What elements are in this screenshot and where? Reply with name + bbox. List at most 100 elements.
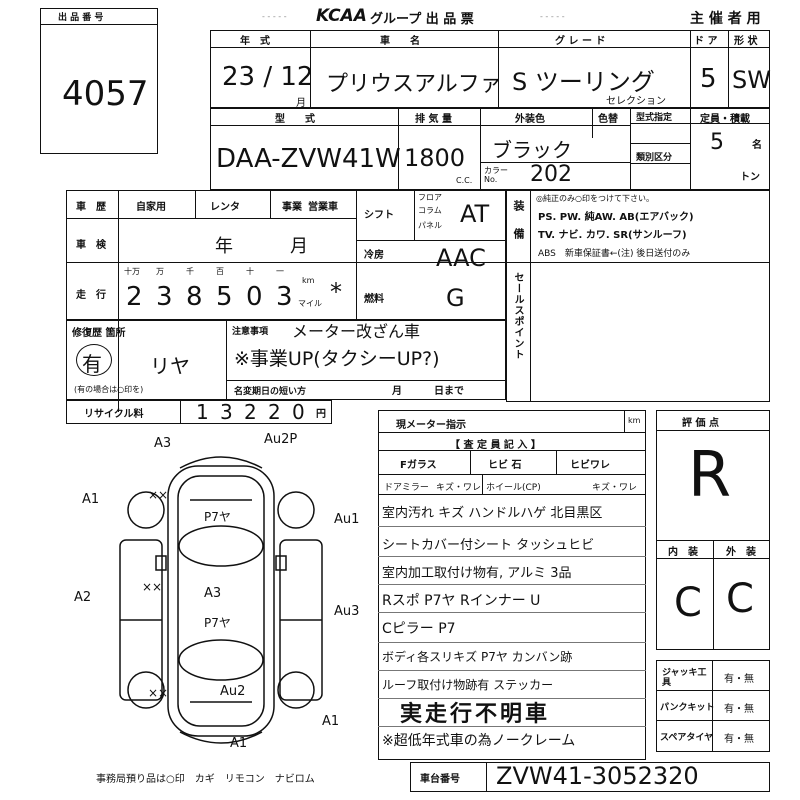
mark: A3 [154, 436, 172, 451]
exterior-color-label: 外装色 [515, 114, 545, 125]
meter-label: 現メーター指示 [396, 420, 466, 431]
recycle-digit: 3 [220, 400, 233, 424]
transfer-month: 月 [392, 386, 402, 397]
history-rental: レンタ [210, 202, 240, 213]
fuel-label: 燃料 [364, 294, 384, 305]
shaken-month: 月 [290, 236, 308, 257]
capacity-value: 5 [710, 130, 724, 155]
shift-label: シフト [364, 210, 394, 221]
equipment-line1: PS. PW. 純AW. AB(エアバック) [538, 212, 694, 223]
interior-value: C [674, 580, 702, 626]
inspector-label: 【 査 定 員 記 入 】 [450, 440, 541, 451]
repaint-label: 色替 [598, 114, 618, 125]
lot-box [40, 8, 158, 154]
car-diagram [119, 456, 323, 744]
repair-detail: リヤ [150, 354, 190, 378]
repair-circle [76, 344, 112, 376]
rating-value: R [688, 438, 732, 511]
exterior-value: C [726, 576, 754, 622]
exterior-color-value: ブラック [492, 138, 572, 162]
sales-point-label: セールスポイント [512, 272, 523, 360]
fuel-value: G [446, 284, 465, 312]
rear-window [178, 639, 264, 681]
inspection-box [378, 410, 646, 760]
chassis-label: 車台番号 [420, 774, 460, 785]
mirror-label: ドアミラー [384, 483, 429, 493]
month-suffix: 月 [296, 98, 306, 109]
not-actual-mileage-stamp: 実走行不明車 [400, 702, 551, 727]
door-label: ド ア [694, 36, 718, 47]
cc-unit: C.C. [456, 176, 473, 185]
mileage-digit: 8 [186, 282, 203, 312]
inspection-note: 室内汚れ キズ ハンドルハゲ 北目黒区 [382, 506, 603, 521]
mark: Au1 [334, 512, 360, 527]
interior-label: 内 装 [668, 547, 698, 558]
mark: A1 [82, 492, 100, 507]
car-body-outline [167, 465, 275, 737]
scratch-marks: ×× [142, 580, 163, 594]
body-value: SW [732, 66, 771, 94]
digit-unit: 百 [216, 267, 224, 276]
tools-box [656, 660, 770, 752]
transfer-label: 名変期日の短い方 [234, 387, 307, 397]
windshield [178, 525, 264, 567]
color-no-value: 202 [530, 162, 572, 187]
shift-column: コラム [418, 206, 442, 215]
inspection-note: ボディ各スリキズ P7ヤ カンバン跡 [382, 650, 573, 664]
history-private: 自家用 [136, 202, 166, 213]
lot-number: 4057 [62, 74, 149, 114]
class-label: 類別区分 [636, 153, 673, 163]
wheel-rr [277, 671, 315, 709]
glass-chip: ヒビ 石 [488, 460, 522, 471]
caution-line1: メーター改ざん車 [292, 322, 421, 341]
form-title: グループ 出 品 票 [370, 12, 474, 27]
car-name-value: プリウスアルファ [326, 72, 502, 97]
body-label: 形 状 [734, 36, 758, 47]
wheel-rl [127, 671, 165, 709]
caution-line2: ※事業UP(タクシーUP?) [234, 348, 440, 370]
spare-label: スペアタイヤ [660, 733, 714, 743]
displacement-value: 1800 [404, 144, 466, 172]
rating-label: 評 価 点 [682, 418, 719, 429]
history-label: 車 歴 [76, 202, 106, 213]
door-value: 5 [700, 64, 717, 94]
mark: Au3 [334, 604, 360, 619]
mark: P7ヤ [204, 510, 231, 524]
equipment-line3: ABS 新車保証書←(注) 後日送付のみ [538, 249, 691, 259]
history-commercial: 営業車 [308, 202, 338, 213]
shift-floor: フロア [418, 193, 442, 202]
puncture-label: パンクキット [660, 703, 715, 713]
repair-box [66, 320, 506, 400]
office-note: 事務局預り品は○印 カギ リモコン ナビロム [96, 774, 315, 785]
mileage-digit: 5 [216, 282, 233, 312]
chassis-box [410, 762, 770, 792]
logo: KCAA [316, 6, 367, 26]
transfer-day: 日まで [434, 386, 464, 397]
shift-panel: パネル [418, 221, 442, 230]
capacity-unit: 名 [752, 140, 762, 151]
repair-note: (有の場合は○印を) [74, 385, 144, 394]
mile-unit: マイル [298, 299, 322, 308]
recycle-box [66, 400, 332, 424]
glass-label: Fガラス [400, 460, 437, 471]
meter-km: km [628, 416, 641, 425]
mirror-value: キズ・ワレ [436, 483, 482, 493]
lot-label: 出 品 番 号 [58, 13, 104, 23]
digit-unit: 十万 [124, 267, 140, 276]
dotted-line: - - - - - [540, 12, 565, 21]
mark: A1 [230, 736, 248, 751]
mileage-digit: 3 [276, 282, 293, 312]
year-value: 23 / 12 [222, 62, 314, 92]
color-no-label: カラー No. [484, 166, 508, 184]
mark: A3 [204, 586, 222, 601]
car-body-inner [177, 475, 265, 727]
mileage-mark: * [330, 278, 342, 306]
ac-value: AAC [436, 244, 486, 272]
mark: A2 [74, 590, 92, 605]
year-label: 年 式 [240, 36, 270, 47]
glass-crack: ヒビワレ [570, 460, 610, 471]
inspection-note: Cピラー P7 [382, 621, 456, 637]
history-business: 事業 [282, 202, 302, 213]
organizer-label: 主 催 者 用 [690, 11, 761, 27]
inspection-note: 室内加工取付け物有, アルミ 3品 [382, 566, 572, 581]
